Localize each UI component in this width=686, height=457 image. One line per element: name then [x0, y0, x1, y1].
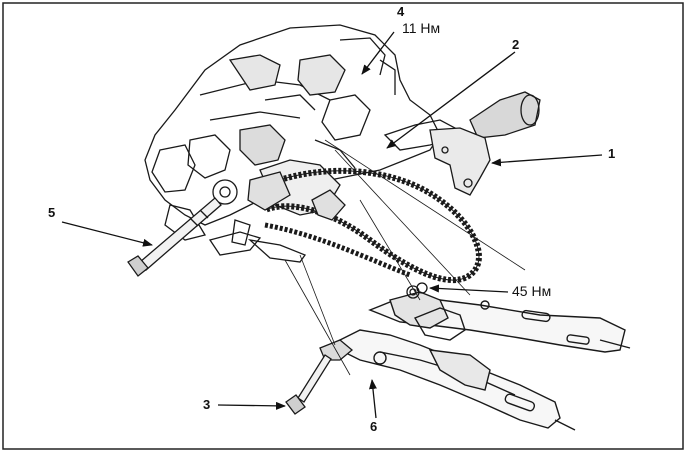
arrow-45nm — [429, 284, 509, 293]
swingarm — [328, 291, 631, 431]
swingarm-bolt — [285, 354, 332, 415]
torque-nut-45nm — [416, 282, 428, 294]
chain-slider — [247, 171, 346, 221]
callout-4: 4 — [397, 4, 405, 19]
pivot-bolt — [127, 197, 222, 277]
outer-border — [2, 2, 684, 450]
arrow-5 — [61, 221, 153, 247]
callout-6: 6 — [370, 419, 378, 434]
arrow-3 — [217, 401, 286, 410]
side-stand — [208, 219, 307, 263]
callout-2: 2 — [512, 37, 520, 52]
callout-arrows — [61, 31, 603, 419]
arrow-6 — [368, 379, 377, 419]
arrow-4 — [361, 31, 395, 75]
assembly-lines — [284, 139, 526, 376]
footrest-bracket — [383, 119, 491, 196]
torque-label-11nm: 11 Нм — [402, 20, 441, 36]
torque-label-45nm: 45 Нм — [512, 283, 552, 299]
arrow-1 — [491, 154, 603, 167]
exhaust-pipe — [469, 91, 541, 139]
callout-3: 3 — [203, 397, 211, 412]
callout-5: 5 — [48, 205, 56, 220]
callout-1: 1 — [608, 146, 616, 161]
arrow-2 — [386, 51, 516, 149]
